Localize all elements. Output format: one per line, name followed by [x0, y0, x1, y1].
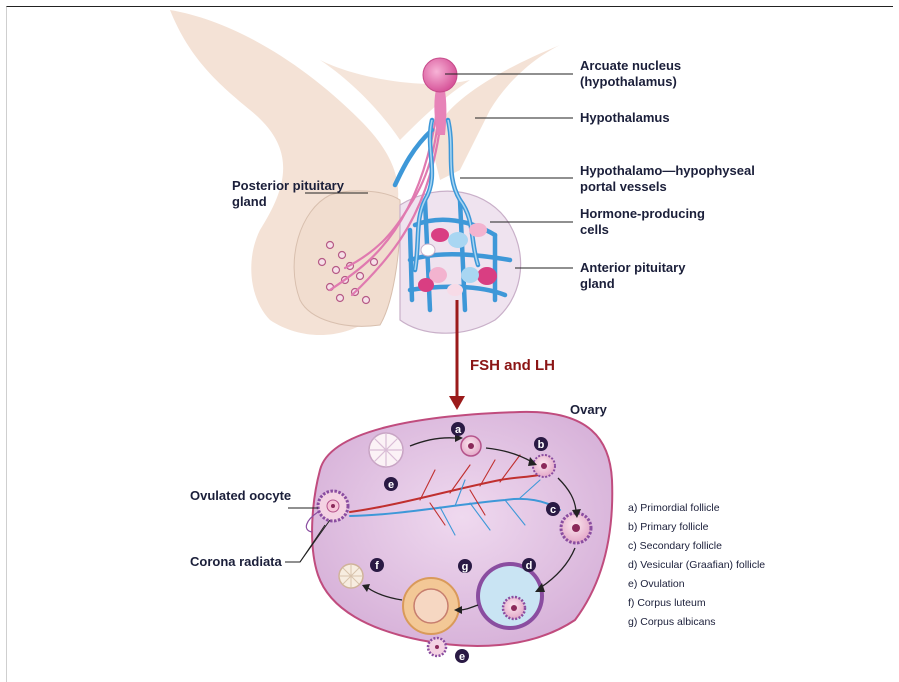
stage-badge-d: d	[522, 558, 536, 572]
key-item-d: d) Vesicular (Graafian) follicle	[628, 559, 765, 571]
follicle-f-corpus-luteum	[339, 564, 363, 588]
follicle-d-graafian	[476, 562, 544, 630]
ovulated-oocyte-label: Ovulated oocyte	[190, 488, 291, 503]
svg-text:a: a	[455, 424, 462, 436]
anterior-pituitary-sublabel: gland	[580, 276, 615, 291]
corona-radiata-label: Corona radiata	[190, 554, 283, 569]
svg-text:f: f	[375, 560, 379, 572]
key-item-e: e) Ovulation	[628, 578, 685, 590]
hormone-cells-sublabel: cells	[580, 222, 609, 237]
follicle-c-secondary	[561, 513, 591, 543]
posterior-pituitary-sublabel: gland	[232, 194, 267, 209]
svg-text:b: b	[538, 439, 545, 451]
anterior-pituitary-label: Anterior pituitary	[580, 260, 686, 275]
svg-text:e: e	[459, 651, 465, 663]
key-item-g: g) Corpus albicans	[628, 616, 716, 628]
follicle-e-ruptured	[369, 433, 403, 467]
follicle-g-corpus-albicans	[403, 578, 459, 634]
stage-badge-g: g	[458, 559, 472, 573]
ovulation-rupture-oocyte	[428, 638, 446, 656]
key-item-c: c) Secondary follicle	[628, 540, 722, 552]
key-item-b: b) Primary follicle	[628, 521, 709, 533]
stage-badge-e: e	[384, 477, 398, 491]
svg-text:c: c	[550, 504, 556, 516]
arcuate-nucleus-sublabel: (hypothalamus)	[580, 74, 677, 89]
portal-vessels-sublabel: portal vessels	[580, 179, 667, 194]
stage-badge-a: a	[451, 422, 465, 436]
stage-key: a) Primordial follicle b) Primary follic…	[628, 502, 765, 628]
stage-badge-e-rupture: e	[455, 649, 469, 663]
key-item-f: f) Corpus luteum	[628, 597, 706, 609]
svg-text:e: e	[388, 479, 394, 491]
fsh-lh-label: FSH and LH	[470, 357, 555, 374]
svg-text:g: g	[462, 561, 469, 573]
stage-badge-c: c	[546, 502, 560, 516]
follicle-b-primary	[533, 455, 555, 477]
key-item-a: a) Primordial follicle	[628, 502, 720, 514]
posterior-pituitary-label: Posterior pituitary	[232, 178, 345, 193]
follicle-a-primordial	[461, 436, 481, 456]
stage-badge-b: b	[534, 437, 548, 451]
hormone-cells-label: Hormone-producing	[580, 206, 705, 221]
hypothalamus-label: Hypothalamus	[580, 110, 670, 125]
portal-vessels-label: Hypothalamo—hypophyseal	[580, 163, 755, 178]
ovary-label: Ovary	[570, 402, 608, 417]
svg-text:d: d	[526, 560, 533, 572]
arcuate-nucleus-label: Arcuate nucleus	[580, 58, 681, 73]
stage-badge-f: f	[370, 558, 384, 572]
